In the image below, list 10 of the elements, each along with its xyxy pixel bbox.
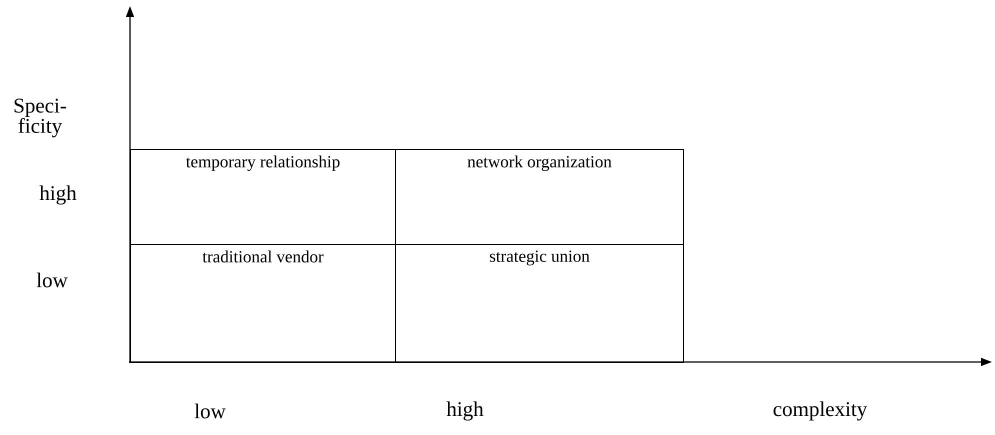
matrix-cell: temporary relationship	[130, 149, 396, 245]
axis-label: high	[446, 401, 484, 421]
axis-label: low	[194, 404, 226, 418]
axis-label: Speci-ficity	[14, 98, 66, 138]
axis-label: low	[36, 272, 68, 288]
axis-label: high	[40, 185, 76, 205]
matrix-cell: network organization	[395, 149, 684, 245]
axis-label: complexity	[774, 401, 868, 421]
matrix-cell: traditional vendor	[130, 244, 396, 363]
matrix-cell: strategic union	[395, 244, 684, 363]
